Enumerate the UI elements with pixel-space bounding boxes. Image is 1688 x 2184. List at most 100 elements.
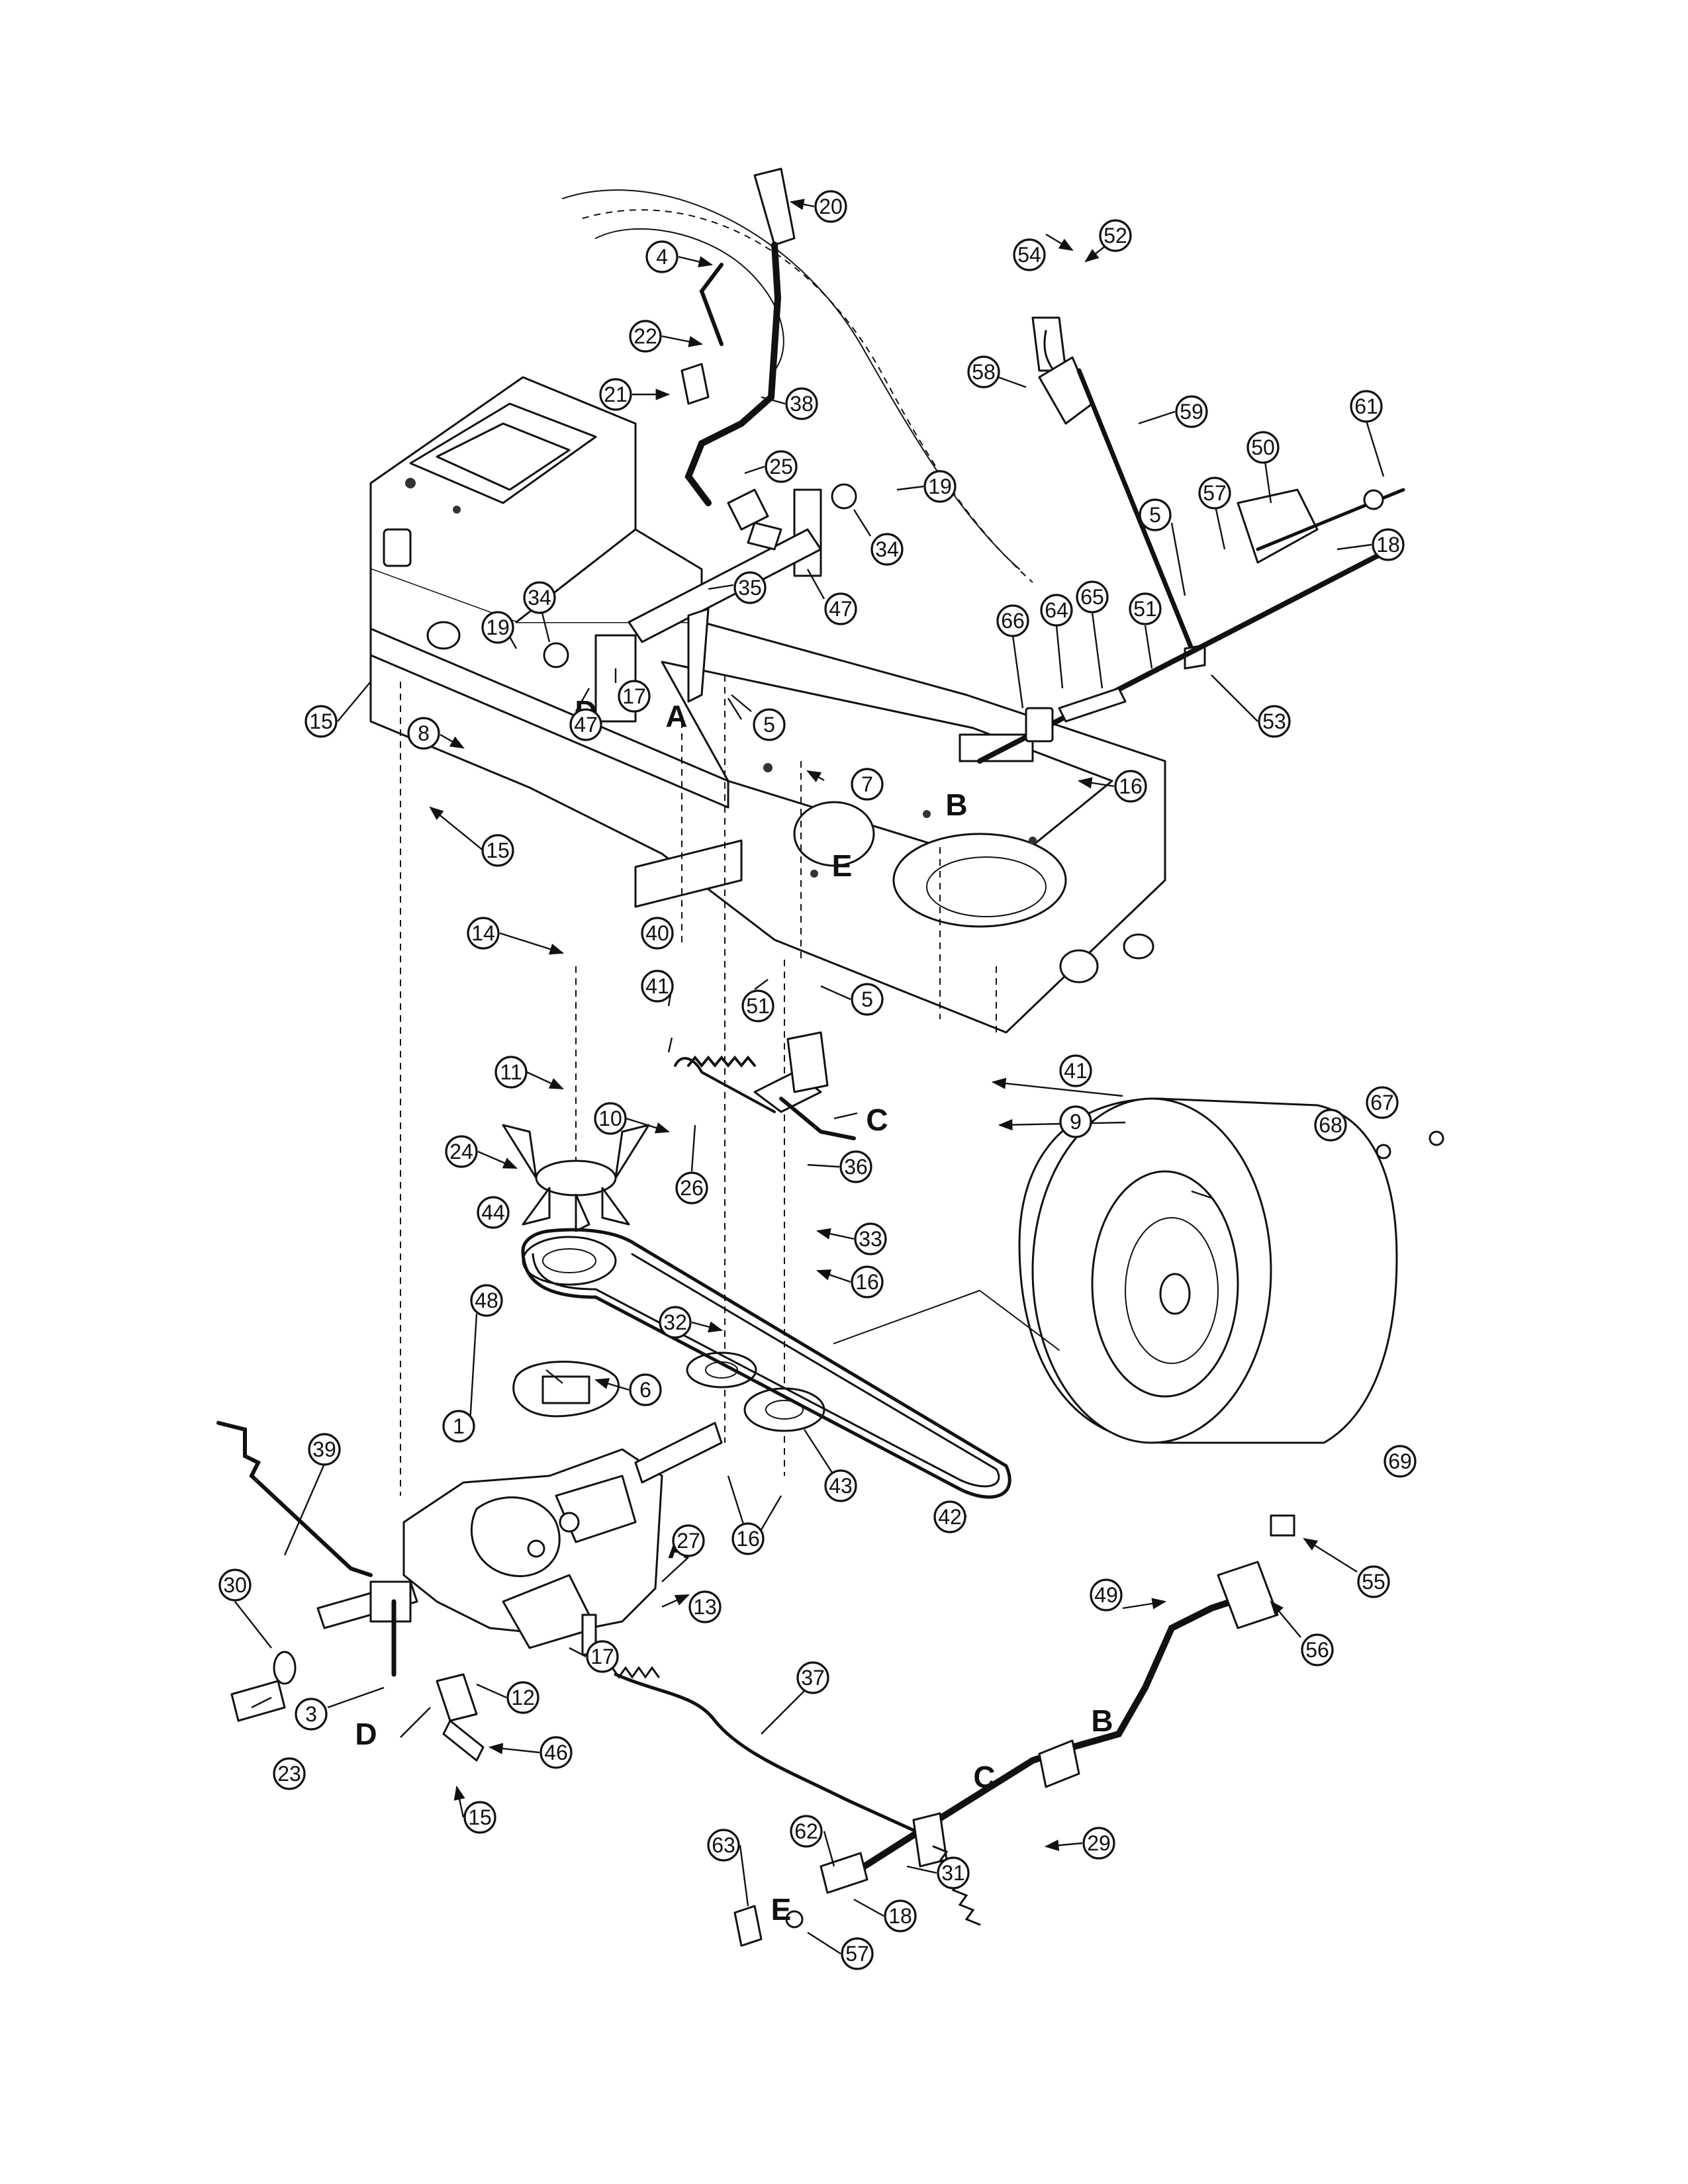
svg-text:25: 25 (769, 455, 793, 478)
callout-16: 16 (1114, 770, 1147, 803)
svg-text:24: 24 (449, 1140, 473, 1163)
callout-35: 35 (733, 571, 767, 604)
callout-19: 19 (923, 470, 957, 503)
seat-outline (562, 189, 1033, 583)
callout-43: 43 (824, 1469, 857, 1502)
callout-42: 42 (933, 1500, 966, 1533)
callout-41: 41 (641, 970, 674, 1003)
plate (512, 1361, 620, 1418)
svg-text:40: 40 (645, 921, 669, 945)
callout-51: 51 (1129, 592, 1162, 625)
svg-text:11: 11 (500, 1060, 522, 1084)
svg-text:19: 19 (486, 615, 510, 639)
svg-text:41: 41 (1064, 1059, 1088, 1083)
svg-text:15: 15 (486, 839, 510, 862)
svg-text:51: 51 (1133, 597, 1157, 621)
callout-23: 23 (273, 1757, 306, 1790)
callout-18: 18 (884, 1899, 917, 1933)
leader-lines (234, 199, 1385, 1955)
control-rod-assembly (977, 316, 1405, 764)
callout-65: 65 (1076, 580, 1109, 614)
pedal-assembly (733, 1514, 1295, 1947)
svg-text:56: 56 (1305, 1638, 1329, 1662)
svg-text:9: 9 (1070, 1110, 1082, 1134)
idler-spring-assembly (674, 1031, 856, 1140)
svg-text:53: 53 (1262, 709, 1286, 733)
callout-16: 16 (731, 1522, 765, 1555)
wheel (833, 1097, 1444, 1444)
callout-48: 48 (470, 1284, 503, 1317)
svg-text:6: 6 (639, 1378, 651, 1402)
svg-text:19: 19 (928, 475, 952, 498)
ref-letter-c: C (866, 1103, 888, 1137)
callout-41: 41 (1059, 1054, 1092, 1087)
ref-letter-b: B (1091, 1704, 1113, 1738)
svg-text:30: 30 (223, 1573, 247, 1597)
svg-text:48: 48 (475, 1289, 498, 1312)
callout-67: 67 (1366, 1086, 1399, 1119)
callout-27: 27 (672, 1524, 705, 1557)
callout-4: 4 (645, 240, 679, 273)
callout-15: 15 (481, 834, 514, 867)
svg-text:41: 41 (645, 974, 669, 998)
svg-text:16: 16 (1119, 774, 1143, 798)
callout-12: 12 (506, 1681, 539, 1714)
svg-text:49: 49 (1094, 1583, 1118, 1607)
callout-25: 25 (765, 450, 798, 483)
ref-letter-a: A (665, 699, 687, 733)
svg-text:5: 5 (763, 713, 775, 737)
callout-29: 29 (1082, 1827, 1115, 1860)
svg-text:8: 8 (418, 721, 430, 745)
svg-text:67: 67 (1370, 1091, 1394, 1115)
svg-text:26: 26 (680, 1176, 704, 1200)
callout-61: 61 (1350, 390, 1383, 423)
callout-54: 54 (1013, 238, 1046, 271)
svg-text:15: 15 (468, 1805, 492, 1829)
svg-text:20: 20 (819, 195, 843, 218)
svg-text:55: 55 (1362, 1570, 1385, 1594)
svg-text:17: 17 (590, 1645, 614, 1668)
callout-10: 10 (594, 1102, 627, 1135)
callout-55: 55 (1357, 1565, 1390, 1598)
svg-text:17: 17 (622, 684, 646, 708)
svg-text:12: 12 (511, 1686, 535, 1709)
callout-30: 30 (218, 1569, 252, 1602)
callout-5: 5 (851, 983, 884, 1016)
svg-text:51: 51 (746, 994, 770, 1018)
svg-text:64: 64 (1045, 598, 1068, 622)
callout-64: 64 (1040, 594, 1073, 627)
callout-8: 8 (407, 717, 440, 750)
svg-text:38: 38 (790, 392, 814, 416)
svg-text:68: 68 (1319, 1113, 1342, 1137)
svg-text:33: 33 (859, 1227, 882, 1251)
svg-text:43: 43 (829, 1474, 853, 1498)
callout-51: 51 (741, 989, 774, 1023)
callout-66: 66 (996, 604, 1029, 637)
callout-26: 26 (675, 1171, 708, 1205)
svg-text:3: 3 (305, 1702, 317, 1726)
callout-7: 7 (851, 768, 884, 801)
svg-text:57: 57 (1203, 481, 1227, 505)
svg-text:57: 57 (845, 1942, 869, 1966)
callout-57: 57 (1198, 477, 1231, 510)
callout-49: 49 (1090, 1578, 1123, 1612)
svg-text:29: 29 (1087, 1831, 1111, 1855)
callout-52: 52 (1099, 219, 1132, 252)
callout-3: 3 (295, 1698, 328, 1731)
callout-59: 59 (1175, 395, 1208, 428)
callout-40: 40 (641, 917, 674, 950)
callout-37: 37 (796, 1661, 829, 1694)
callout-47: 47 (824, 592, 857, 625)
callout-9: 9 (1059, 1105, 1092, 1138)
svg-text:22: 22 (633, 324, 657, 348)
callout-58: 58 (967, 355, 1000, 388)
svg-text:18: 18 (1376, 533, 1400, 557)
svg-text:16: 16 (855, 1270, 879, 1294)
ref-letter-d: D (355, 1717, 377, 1751)
svg-text:34: 34 (875, 537, 899, 561)
svg-text:23: 23 (277, 1762, 301, 1786)
reference-letters: A A B B C C D D E E (355, 694, 1113, 1927)
ref-letter-e: E (771, 1892, 792, 1927)
callout-39: 39 (308, 1433, 341, 1466)
